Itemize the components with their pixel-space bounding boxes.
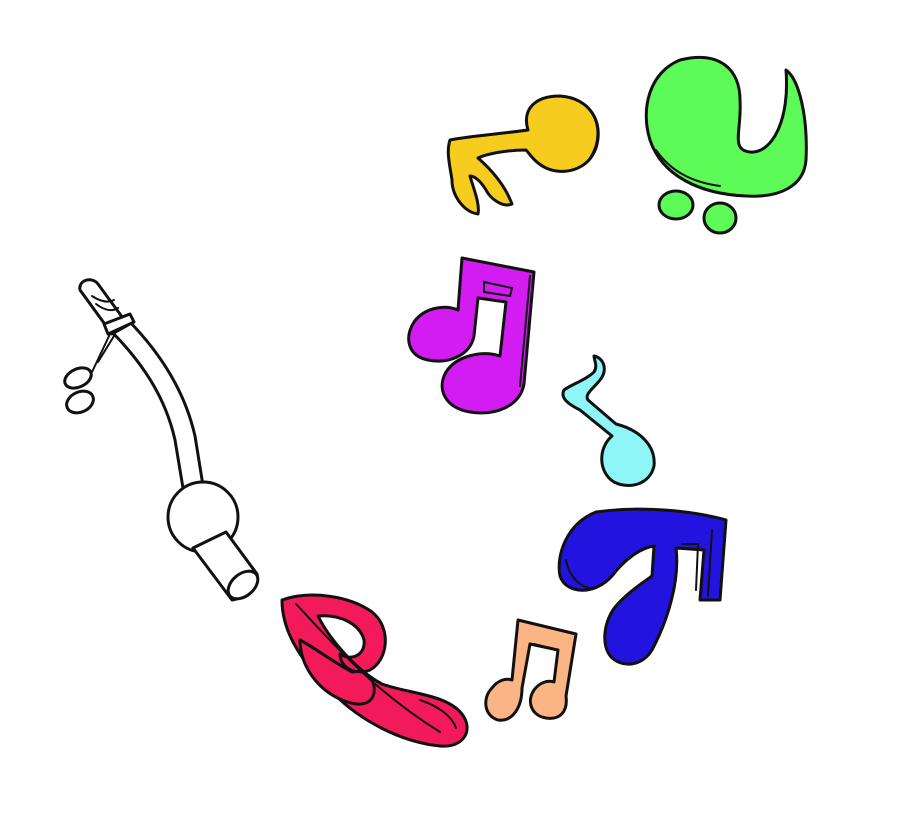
- beamed-notes-magenta: [407, 256, 536, 415]
- eighth-note-yellow: [446, 94, 600, 216]
- treble-clef-crimson: [280, 593, 469, 748]
- eighth-rest-cyan: [561, 354, 656, 487]
- instrument-mouthpiece: [63, 278, 260, 602]
- beamed-notes-blue: [557, 507, 728, 666]
- bass-clef-green: [644, 55, 808, 235]
- beamed-notes-peach: [484, 618, 578, 722]
